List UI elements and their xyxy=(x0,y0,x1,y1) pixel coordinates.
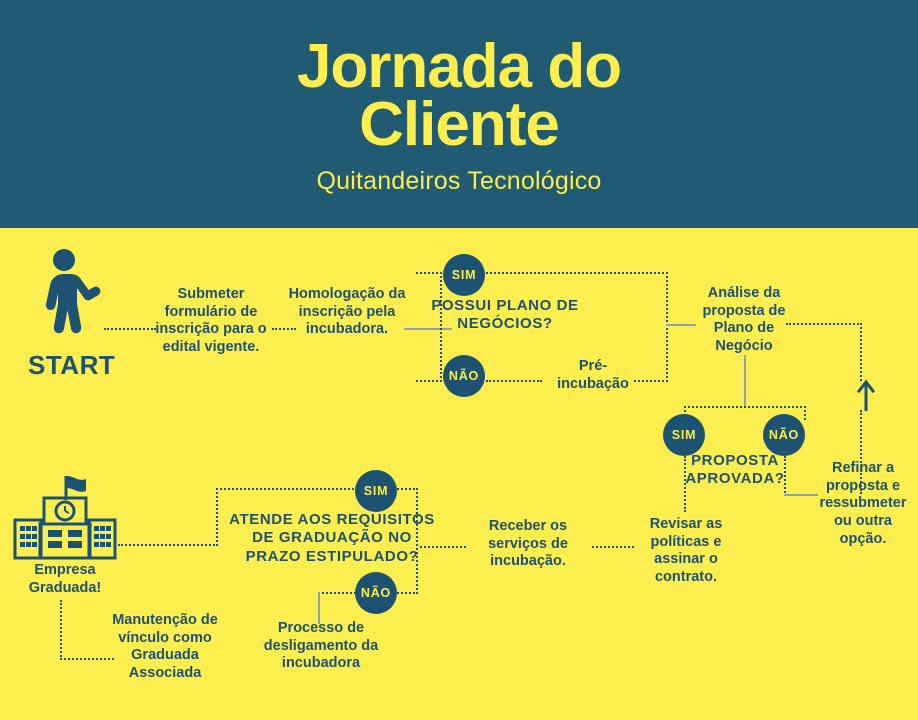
connector-decision2-no-stub xyxy=(804,406,806,420)
decision-proposal-approved-question: PROPOSTA APROVADA? xyxy=(685,452,785,488)
connector-graduation-yes-to-building xyxy=(118,544,218,546)
step-refine-proposal: Refinar a proposta e ressubmeter ou outr… xyxy=(819,460,907,547)
connector-graduated-to-maintenance-vert xyxy=(60,600,62,660)
decision-graduation-no[interactable]: NÃO xyxy=(355,572,397,614)
connector-graduation-no-horiz xyxy=(318,592,360,594)
page-subtitle: Quitandeiros Tecnológico xyxy=(316,166,602,195)
connector-submit-to-homologation xyxy=(272,328,296,330)
connector-split-top-stub xyxy=(416,272,442,274)
walking-person-icon xyxy=(34,248,104,353)
page-title: Jornada do Cliente xyxy=(296,32,622,155)
connector-homologation-to-split xyxy=(404,328,452,330)
connector-review-to-receive xyxy=(592,546,634,548)
connector-loop-vert-upper xyxy=(860,323,862,381)
connector-analysis-to-loop-top xyxy=(786,323,862,325)
decision-business-plan-no[interactable]: NÃO xyxy=(443,355,485,397)
header-banner: Jornada do Cliente Quitandeiros Tecnológ… xyxy=(0,0,918,228)
connector-no-to-refine-vert xyxy=(784,456,786,496)
connector-decision2-yes-stub xyxy=(684,406,686,420)
connector-analysis-to-decision2 xyxy=(744,355,746,407)
connector-graduation-no-vert xyxy=(318,592,320,624)
connector-into-analysis xyxy=(666,324,696,326)
decision-business-plan-yes[interactable]: SIM xyxy=(443,254,485,296)
connector-decision2-split-bar xyxy=(684,406,806,408)
step-review-sign: Revisar as políticas e assinar o contrat… xyxy=(649,516,723,586)
up-arrow-icon xyxy=(856,378,876,417)
connector-graduation-yes-vert xyxy=(216,488,218,546)
connector-graduated-to-maintenance-horiz xyxy=(60,658,114,660)
connector-split-bottom-stub xyxy=(416,380,442,382)
connector-no-to-refine-horiz xyxy=(784,494,818,496)
connector-decision3-split-bar xyxy=(416,488,418,594)
connector-receive-to-graduation-decision xyxy=(420,546,466,548)
step-pre-incubation: Pré-incubação xyxy=(557,358,629,392)
step-homologation: Homologação da inscrição pela incubadora… xyxy=(288,286,406,338)
decision-graduation-question: ATENDE AOS REQUISITOS DE GRADUAÇÃO NO PR… xyxy=(229,511,435,565)
step-shutdown-process: Processo de desligamento da incubadora xyxy=(263,620,379,672)
title-line-1: Jornada do xyxy=(296,32,622,102)
step-submit-form: Submeter formulário de inscrição para o … xyxy=(155,286,267,356)
step-receive-services: Receber os serviços de incubação. xyxy=(488,518,568,570)
connector-no-to-preincubation xyxy=(486,380,542,382)
connector-decision-split-bar xyxy=(440,272,442,382)
label-empresa-graduada: Empresa Graduada! xyxy=(28,562,102,596)
connector-decision3-no-stub xyxy=(394,592,418,594)
start-label: START xyxy=(28,350,116,380)
step-maintenance: Manutenção de vínculo como Graduada Asso… xyxy=(112,612,218,682)
step-analysis: Análise da proposta de Plano de Negócio xyxy=(702,285,786,355)
decision-graduation-yes[interactable]: SIM xyxy=(355,470,397,512)
connector-start-to-submit xyxy=(104,328,156,330)
connector-loop-vert-lower xyxy=(860,410,862,494)
title-line-2: Cliente xyxy=(359,89,560,159)
connector-graduation-yes-horiz xyxy=(216,488,358,490)
connector-yes-to-review-vert xyxy=(684,456,686,512)
connector-decision3-yes-stub xyxy=(394,488,418,490)
connector-yes-to-analysis-top xyxy=(486,272,668,274)
decision-proposal-approved-no[interactable]: NÃO xyxy=(763,414,805,456)
decision-proposal-approved-yes[interactable]: SIM xyxy=(663,414,705,456)
school-building-icon xyxy=(10,472,120,567)
decision-business-plan-question: POSSUI PLANO DE NEGÓCIOS? xyxy=(431,297,579,333)
connector-preincubation-to-analysis xyxy=(634,380,668,382)
